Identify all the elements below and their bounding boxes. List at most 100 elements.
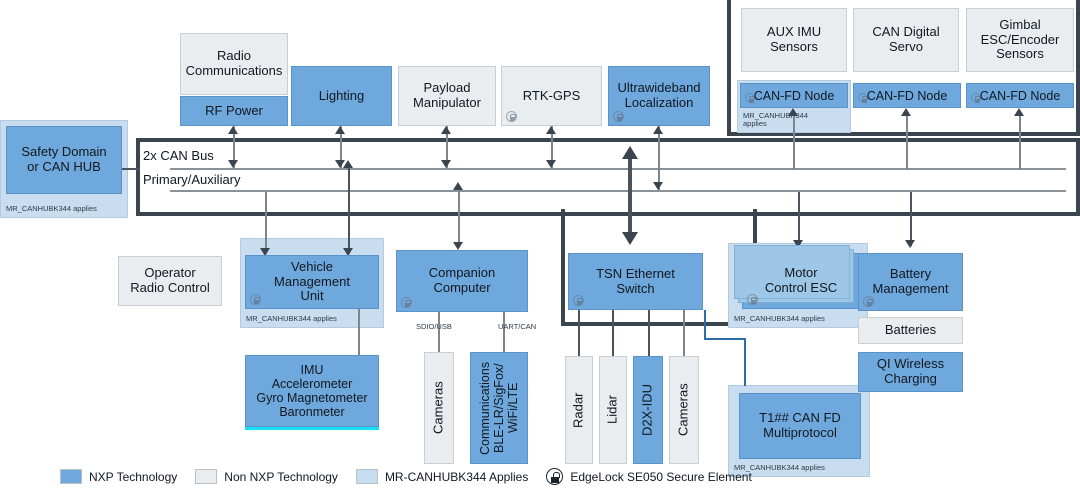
- tsn-ethernet-switch-block[interactable]: TSN Ethernet Switch: [568, 253, 703, 310]
- comms-label-line3: WiFi/LTE: [506, 382, 520, 434]
- can-fd-node-1-label: CAN-FD Node: [753, 88, 835, 103]
- vmu-bus-link-2: [348, 168, 350, 254]
- rtk-gps-arrow-down: [546, 160, 556, 168]
- vmu-to-imu-link: [358, 309, 360, 355]
- qi-label-line1: QI Wireless: [876, 356, 945, 372]
- legend-item-nxp: NXP Technology: [60, 469, 177, 484]
- payload-label-line2: Manipulator: [413, 95, 481, 110]
- tsn-to-lidar-link: [612, 310, 614, 356]
- companion-bus-link: [458, 190, 460, 246]
- can-servo-label-line2: Servo: [889, 39, 923, 54]
- port-label-uart-can: UART/CAN: [498, 322, 537, 331]
- can-bus-auxiliary-line: [170, 190, 1066, 192]
- operator-radio-label-line2: Radio Control: [130, 280, 210, 295]
- tsn-to-d2x-link: [648, 310, 650, 356]
- can-fd-node-3-block[interactable]: CAN-FD Node: [966, 83, 1074, 108]
- uwb-bus-link: [658, 126, 660, 190]
- batteries-label: Batteries: [884, 322, 937, 338]
- imu-selection-highlight: [245, 427, 379, 430]
- cameras-left-label: Cameras: [430, 381, 446, 435]
- payload-manipulator-block[interactable]: Payload Manipulator: [398, 66, 496, 126]
- legend-label-non-nxp: Non NXP Technology: [224, 469, 338, 484]
- radio-comms-label-line2: Communications: [185, 63, 283, 78]
- tsn-label-line1: TSN Ethernet: [596, 265, 675, 281]
- legend-item-mr-canhubk344: MR-CANHUBK344 Applies: [355, 469, 528, 484]
- tsn-to-cameras-link: [683, 310, 685, 356]
- tsn-label-line2: Switch: [616, 280, 655, 296]
- gimbal-label-line3: Sensors: [996, 46, 1044, 62]
- rf-power-arrow-up: [228, 126, 238, 134]
- companion-arrow-up: [453, 182, 463, 190]
- operator-radio-control-block[interactable]: Operator Radio Control: [118, 256, 222, 306]
- can-fd-node-2-block[interactable]: CAN-FD Node: [853, 83, 961, 108]
- battery-management-block[interactable]: Battery Management: [858, 253, 963, 311]
- can-digital-servo-block[interactable]: CAN Digital Servo: [853, 8, 959, 72]
- rtk-gps-bus-link: [551, 126, 553, 168]
- edgelock-se050-icon: [858, 93, 868, 103]
- edgelock-se050-icon: [971, 93, 981, 103]
- vmu-label-line3: Unit: [300, 288, 324, 304]
- rf-power-block[interactable]: RF Power: [180, 96, 288, 126]
- d2x-idu-block[interactable]: D2X-IDU: [633, 356, 663, 464]
- legend-item-non-nxp: Non NXP Technology: [195, 469, 338, 484]
- legend-label-edgelock: EdgeLock SE050 Secure Element: [570, 469, 752, 484]
- motor-control-esc-note: MR_CANHUBK344 applies: [734, 314, 825, 324]
- motor-arrow-down: [793, 240, 803, 248]
- safety-domain-note: MR_CANHUBK344 applies: [6, 204, 97, 214]
- ultrawideband-localization-block[interactable]: Ultrawideband Localization: [608, 66, 710, 126]
- ethernet-link-vertical-b: [744, 338, 746, 386]
- can-bus-domain-box: [136, 138, 1080, 216]
- batteries-block[interactable]: Batteries: [858, 317, 963, 344]
- tsn-arrow-up: [622, 146, 638, 159]
- motor-control-esc-block[interactable]: Motor Control ESC: [734, 245, 860, 309]
- radar-block[interactable]: Radar: [565, 356, 593, 464]
- edgelock-se050-icon: [401, 297, 412, 308]
- safety-domain-block[interactable]: Safety Domain or CAN HUB: [6, 126, 122, 194]
- qi-label-line2: Charging: [884, 371, 937, 386]
- t1-label-line1: T1## CAN FD: [759, 410, 841, 426]
- vmu-bus-link-1: [265, 192, 267, 254]
- communications-block[interactable]: Communications BLE-LR/SigFox/ WiFi/LTE: [470, 352, 528, 464]
- t1-can-fd-multiprotocol-block[interactable]: T1## CAN FD Multiprotocol: [739, 393, 861, 459]
- tsn-arrow-down: [622, 232, 638, 245]
- lighting-block[interactable]: Lighting: [291, 66, 392, 126]
- can-fd-node-1-bus-link: [793, 112, 795, 170]
- qi-wireless-charging-block[interactable]: QI Wireless Charging: [858, 352, 963, 392]
- battery-label-line1: Battery: [889, 266, 932, 282]
- lidar-block[interactable]: Lidar: [599, 356, 627, 464]
- imu-block[interactable]: IMU Accelerometer Gyro Magnetometer Baro…: [245, 355, 379, 427]
- uwb-arrow-down: [653, 182, 663, 190]
- can-fd-node-3-bus-link: [1019, 112, 1021, 170]
- lighting-arrow-up: [335, 126, 345, 134]
- comms-label-line1: Communications: [478, 361, 492, 455]
- imu-label-line1: IMU: [300, 363, 324, 377]
- vehicle-management-unit-block[interactable]: Vehicle Management Unit: [245, 255, 379, 309]
- legend-item-edgelock: EdgeLock SE050 Secure Element: [546, 468, 752, 485]
- port-label-sdio-usb: SDIO/USB: [416, 322, 452, 331]
- aux-imu-sensors-block[interactable]: AUX IMU Sensors: [741, 8, 847, 72]
- edgelock-lock-icon: [546, 468, 564, 485]
- gimbal-label-line1: Gimbal: [999, 17, 1041, 33]
- cameras-right-block[interactable]: Cameras: [669, 356, 699, 464]
- legend-swatch-non-nxp: [195, 469, 218, 484]
- d2x-idu-label: D2X-IDU: [639, 384, 655, 437]
- lighting-bus-link: [340, 126, 342, 168]
- imu-label-line4: Baronmeter: [279, 405, 345, 419]
- edgelock-se050-icon: [573, 295, 584, 306]
- companion-to-cameras-link: [438, 312, 440, 352]
- can-fd-node-1-block[interactable]: CAN-FD Node: [740, 83, 848, 108]
- battery-arrow-down: [905, 240, 915, 248]
- can-fd-node-3-label: CAN-FD Node: [979, 88, 1061, 103]
- lighting-label: Lighting: [318, 87, 365, 103]
- aux-imu-label-line1: AUX IMU: [766, 24, 822, 40]
- companion-computer-block[interactable]: Companion Computer: [396, 250, 528, 312]
- rtk-gps-block[interactable]: RTK-GPS: [501, 66, 602, 126]
- tsn-bus-link: [628, 150, 632, 242]
- gimbal-esc-encoder-block[interactable]: Gimbal ESC/Encoder Sensors: [966, 8, 1074, 72]
- ethernet-link-horizontal: [704, 338, 746, 340]
- cameras-left-block[interactable]: Cameras: [424, 352, 454, 464]
- payload-label-line1: Payload: [423, 80, 471, 96]
- radio-communications-block[interactable]: Radio Communications: [180, 33, 288, 95]
- motor-bus-link: [798, 192, 800, 246]
- can-fd-node-2-label: CAN-FD Node: [866, 88, 948, 103]
